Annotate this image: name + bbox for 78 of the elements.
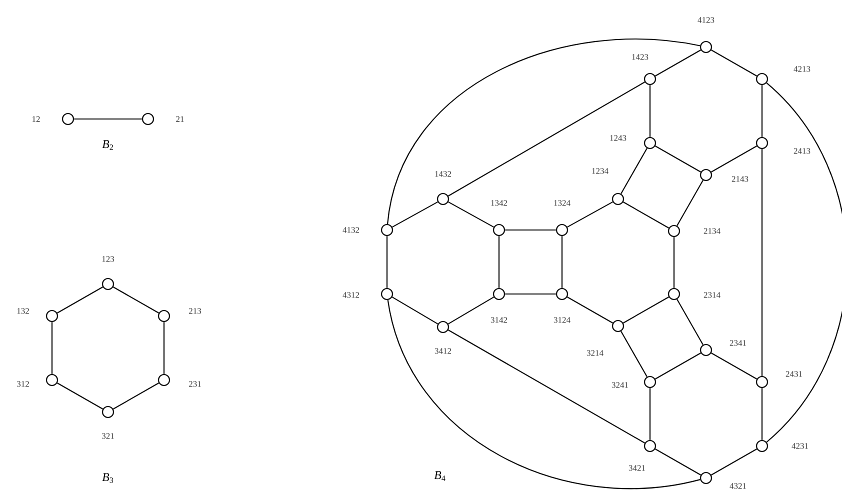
vertex-label: 12 [32,116,40,122]
edge-line [654,146,702,172]
edge-line [654,448,702,476]
vertex-label: 1432 [435,171,452,177]
edge-line [163,322,165,374]
edge-line [505,229,556,231]
edge-line [761,149,763,376]
edge-line [392,201,438,228]
vertex-label: 21 [176,116,184,122]
edge-line [761,85,763,137]
vertex-label: 4231 [792,443,808,449]
vertex-label: 4321 [730,483,746,489]
vertex-label: 213 [189,308,202,314]
edge-line [711,50,758,76]
vertex-label: 2413 [794,148,810,154]
edge-line [676,180,704,226]
vertex-label: 123 [102,256,114,262]
edge-line [392,296,438,324]
vertex-label: 3214 [586,350,604,356]
edge-line [566,296,614,324]
vertex-label: 1423 [632,54,648,60]
vertex-label: 4123 [698,17,714,23]
vertex-label: 2143 [732,176,748,182]
vertex-label: 132 [17,308,29,314]
edge-line [711,146,758,172]
edge-line [654,352,702,380]
vertex-label: 2134 [704,228,720,234]
vertex-label: 1342 [491,200,508,206]
edge-line [112,286,160,314]
edge-line [448,201,494,228]
edge-line [620,330,648,378]
vertex-label: 3241 [612,382,628,388]
edge-line [386,236,388,288]
edge-line [498,236,500,288]
graph-title: B$_{2}$ [102,140,113,150]
edge-line [623,296,670,324]
edge-line [567,201,613,228]
edge-line [387,300,700,490]
edge-line [654,50,702,76]
edge-line [761,388,763,440]
edge-line [505,293,556,295]
edge-line [74,118,142,120]
edge-line [620,148,648,194]
edge-line [676,298,704,346]
vertex-label: 4312 [342,292,360,298]
vertex-label: 1324 [554,200,570,206]
vertex-label: 1234 [592,168,608,174]
edge-line [448,82,646,196]
edge-line [56,382,104,410]
graph-title: B$_{4}$ [434,471,446,481]
edge-line [448,330,646,444]
edge-line [711,448,758,476]
vertex-label: 2431 [786,371,802,377]
edge-line [51,322,53,374]
edge-line [623,202,670,228]
vertex-label: 3412 [434,348,452,354]
vertex-label: 3124 [554,317,570,323]
edge-line [561,236,563,288]
vertex-label: 321 [102,433,114,439]
vertex-label: 4213 [794,66,810,72]
vertex-label: 2314 [704,292,720,298]
edge-line [649,85,651,137]
edge-line [387,38,700,224]
vertex-label: 1243 [610,135,626,141]
edge-line [673,237,675,288]
edge-line [112,382,160,410]
vertex-label: 4132 [342,227,360,233]
edge-line [766,82,842,443]
vertex-label: 3142 [490,317,508,323]
vertex-label: 2341 [730,340,746,346]
vertex-label: 231 [189,381,201,387]
vertex-label: 3421 [628,465,645,471]
graph-title: B$_{3}$ [102,473,114,483]
vertex-label: 312 [17,381,29,387]
edge-line [649,388,651,440]
edge-line [56,286,104,314]
edge-line [711,352,758,380]
edge-line [448,296,494,324]
